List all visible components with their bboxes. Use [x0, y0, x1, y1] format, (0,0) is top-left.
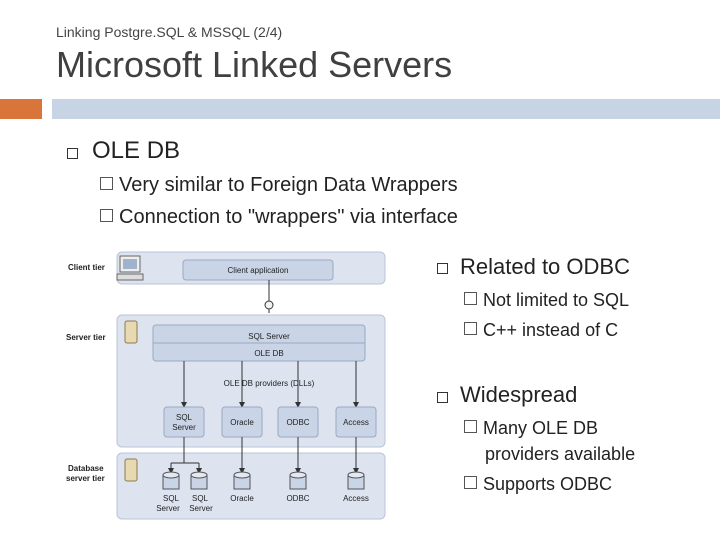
db-sql2-label-2: Server	[189, 504, 213, 513]
database-tier-band	[116, 452, 386, 520]
sub-bullet: Supports ODBC	[464, 474, 612, 495]
connector-node	[264, 300, 274, 310]
database-tier-label-1: Database	[68, 464, 104, 473]
db-sql1-label-2: Server	[156, 504, 180, 513]
sub-bullet: Many OLE DB	[464, 418, 598, 439]
db-sql-server-2-icon	[190, 471, 208, 490]
sql-server-label: SQL Server	[248, 332, 290, 341]
sub-bullet-marker	[100, 177, 113, 190]
db-odbc-label: ODBC	[286, 494, 309, 503]
database-tier-label-2: server tier	[66, 474, 105, 483]
sub-bullet-continuation: providers available	[485, 444, 636, 464]
slide-subtitle: Linking Postgre.SQL & MSSQL (2/4)	[56, 24, 283, 40]
bullet-marker	[67, 148, 78, 159]
db-sql-server-1-icon	[162, 471, 180, 490]
provider-sql-label-2: Server	[172, 423, 196, 432]
bullet-marker	[437, 263, 448, 274]
db-oracle-icon	[233, 471, 251, 490]
client-application-label: Client application	[228, 266, 289, 275]
db-odbc-icon	[289, 471, 307, 490]
provider-odbc-label: ODBC	[286, 418, 309, 427]
database-tier-icon	[124, 458, 138, 482]
sub-bullet-marker	[464, 420, 477, 433]
sub-bullet-marker	[100, 209, 113, 222]
sub-bullet: Connection to "wrappers" via interface	[100, 206, 458, 229]
bullet-related-odbc: Related to ODBC	[460, 254, 630, 279]
db-access-label: Access	[343, 494, 369, 503]
db-sql2-label-1: SQL	[192, 494, 209, 503]
sub-bullet: C++ instead of C	[464, 320, 618, 341]
sub-bullet-marker	[464, 292, 477, 305]
sub-bullet-marker	[464, 476, 477, 489]
slide-title: Microsoft Linked Servers	[56, 44, 453, 85]
sub-bullet-marker	[464, 322, 477, 335]
bullet-widespread: Widespread	[460, 382, 578, 407]
db-oracle-label: Oracle	[230, 494, 254, 503]
ole-db-architecture-diagram: Client tier Server tier Database server …	[66, 251, 386, 520]
sub-bullet: Not limited to SQL	[464, 290, 629, 311]
providers-label: OLE DB providers (DLLs)	[224, 379, 315, 388]
provider-sql-label-1: SQL	[176, 413, 193, 422]
accent-bar-orange	[0, 99, 42, 119]
client-application-box	[182, 259, 334, 281]
bullet-marker	[437, 392, 448, 403]
sub-bullet: Very similar to Foreign Data Wrappers	[100, 174, 458, 197]
provider-access-label: Access	[343, 418, 369, 427]
db-sql1-label-1: SQL	[163, 494, 180, 503]
client-tier-label: Client tier	[68, 263, 105, 272]
server-tier-icon	[124, 320, 138, 344]
provider-sql-server-box	[163, 406, 205, 438]
client-computer-icon	[116, 255, 144, 281]
accent-bar-blue	[52, 99, 720, 119]
server-tier-label: Server tier	[66, 333, 106, 342]
db-access-icon	[347, 471, 365, 490]
bullet-ole-db: OLE DB	[92, 137, 181, 164]
ole-db-label: OLE DB	[254, 349, 283, 358]
provider-oracle-label: Oracle	[230, 418, 254, 427]
